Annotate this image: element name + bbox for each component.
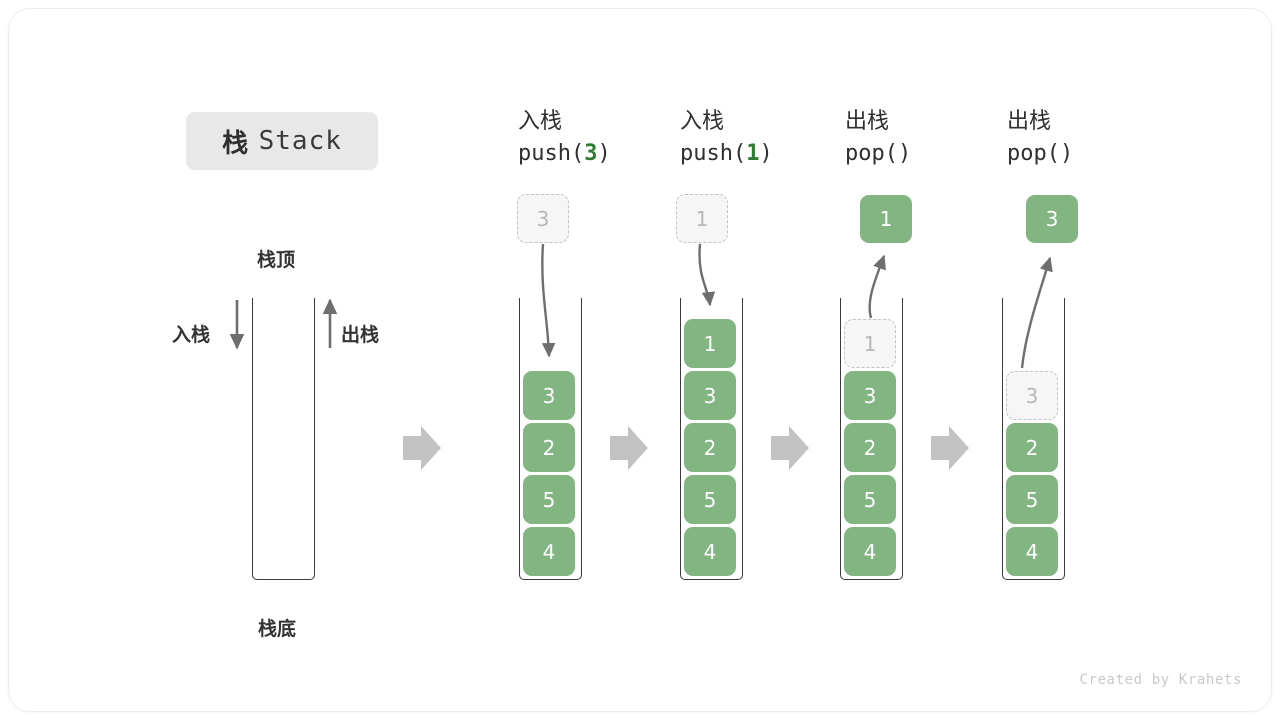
stack-cell: 4 — [684, 527, 736, 576]
stack-cell: 5 — [523, 475, 575, 524]
step-header-push-1: 入栈 push(1) — [680, 106, 773, 170]
stack-bottom-label: 栈底 — [258, 618, 297, 640]
stack-cell: 2 — [844, 423, 896, 472]
step-op-cn-1: 入栈 — [680, 109, 725, 134]
stack-cell: 4 — [523, 527, 575, 576]
pop-direction-label: 出栈 — [341, 324, 380, 346]
stack-title-cn: 栈 — [222, 128, 249, 159]
stack-cell: 1 — [684, 319, 736, 368]
stack-cell: 2 — [684, 423, 736, 472]
step-header-pop-3: 出栈 pop() — [1007, 106, 1073, 170]
stack-cell: 5 — [684, 475, 736, 524]
stack-cell: 4 — [844, 527, 896, 576]
outgoing-cell-pop-3: 3 — [1026, 195, 1078, 243]
stack-cell: 5 — [844, 475, 896, 524]
step-op-cn-3: 出栈 — [1007, 109, 1052, 134]
step-op-cn-0: 入栈 — [518, 109, 563, 134]
stack-title-badge: 栈 Stack — [186, 112, 378, 170]
stack-cell-ghost: 1 — [844, 319, 896, 368]
step-op-fn-3: pop() — [1007, 141, 1074, 166]
step-op-cn-2: 出栈 — [845, 109, 890, 134]
stack-container-initial — [252, 298, 315, 580]
stack-cell: 3 — [684, 371, 736, 420]
step-op-fn-0: push(3) — [518, 141, 611, 166]
stack-cell: 5 — [1006, 475, 1058, 524]
stack-cell: 3 — [844, 371, 896, 420]
stack-title-en: Stack — [258, 126, 342, 156]
stack-container-pop-3 — [1002, 298, 1065, 580]
stack-container-push-3 — [519, 298, 582, 580]
stack-top-label: 栈顶 — [257, 249, 296, 271]
stack-cell: 3 — [523, 371, 575, 420]
incoming-ghost-cell-push-1: 1 — [676, 194, 728, 243]
stack-cell-ghost: 3 — [1006, 371, 1058, 420]
step-header-pop-1: 出栈 pop() — [845, 106, 911, 170]
stack-container-pop-1 — [840, 298, 903, 580]
step-op-fn-2: pop() — [845, 141, 912, 166]
step-header-push-3: 入栈 push(3) — [518, 106, 611, 170]
stack-container-push-1 — [680, 298, 743, 580]
footer-credit: Created by Krahets — [1079, 672, 1242, 688]
outgoing-cell-pop-1: 1 — [860, 195, 912, 243]
incoming-ghost-cell-push-3: 3 — [517, 194, 569, 243]
step-op-fn-1: push(1) — [680, 141, 773, 166]
push-direction-label: 入栈 — [172, 324, 211, 346]
stack-cell: 4 — [1006, 527, 1058, 576]
stack-cell: 2 — [1006, 423, 1058, 472]
stack-cell: 2 — [523, 423, 575, 472]
